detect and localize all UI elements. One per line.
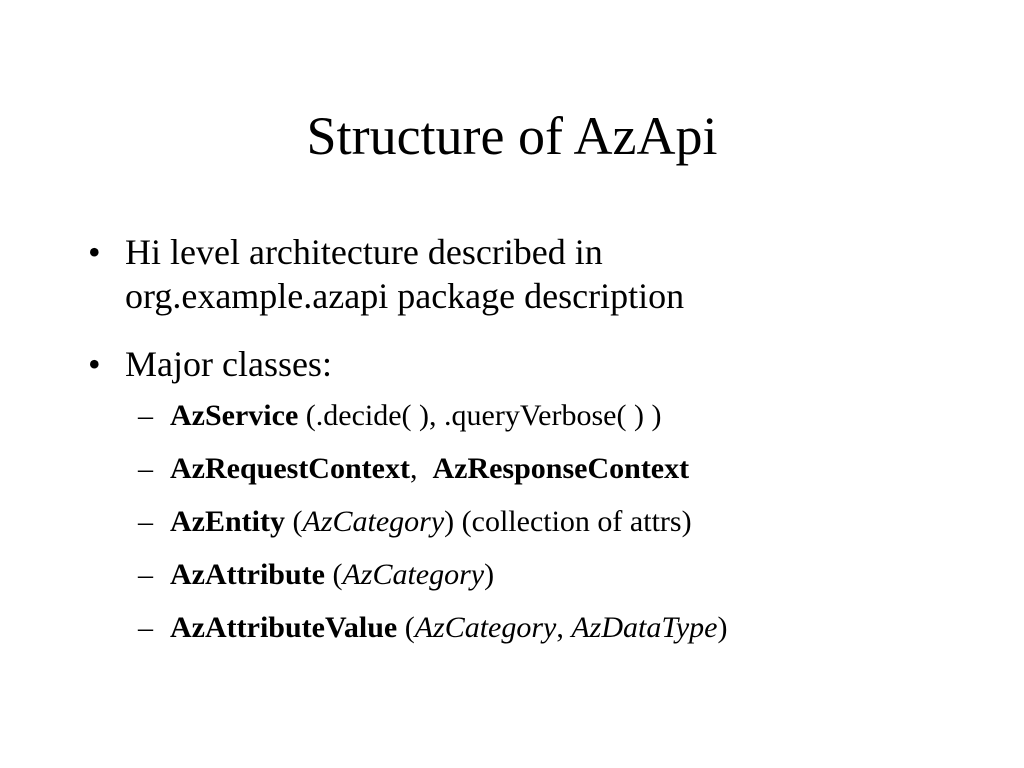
subitem-azattribute: –AzAttribute (AzCategory) — [138, 557, 978, 593]
category-name: AzCategory — [342, 558, 485, 591]
class-name: AzAttributeValue — [170, 611, 398, 644]
paren-close: ) — [717, 611, 728, 644]
separator: , — [409, 452, 433, 485]
subitem-azattributevalue: –AzAttributeValue (AzCategory, AzDataTyp… — [138, 610, 978, 646]
subitem-azservice: –AzService (.decide( ), .queryVerbose( )… — [138, 398, 978, 434]
bullet-item-architecture: • Hi level architecture described in org… — [88, 230, 968, 318]
paren-close: ) — [484, 558, 495, 591]
class-methods: (.decide( ), .queryVerbose( ) ) — [298, 399, 662, 432]
datatype-name: AzDataType — [571, 611, 718, 644]
class-name: AzAttribute — [170, 558, 325, 591]
comma: , — [556, 611, 572, 644]
paren-close: ) (collection of attrs) — [444, 505, 692, 538]
bullet-text-line2: org.example.azapi package description — [125, 276, 685, 316]
bullet-item-major-classes: • Major classes: — [88, 342, 968, 386]
dash-glyph: – — [138, 505, 153, 538]
category-name: AzCategory — [414, 611, 557, 644]
dash-glyph: – — [138, 558, 153, 591]
bullet-glyph: • — [88, 344, 101, 384]
class-name: AzRequestContext — [170, 452, 410, 485]
dash-glyph: – — [138, 452, 153, 485]
slide-title: Structure of AzApi — [306, 106, 718, 166]
subitem-azrequestcontext: –AzRequestContext, AzResponseContext — [138, 451, 978, 487]
class-name: AzService — [170, 399, 299, 432]
category-name: AzCategory — [302, 505, 445, 538]
paren-open: ( — [324, 558, 343, 591]
bullet-text-line1: Hi level architecture described in — [125, 232, 603, 272]
subitem-azentity: –AzEntity (AzCategory) (collection of at… — [138, 504, 978, 540]
paren-open: ( — [397, 611, 415, 644]
dash-glyph: – — [138, 399, 153, 432]
class-name: AzResponseContext — [432, 452, 690, 485]
dash-glyph: – — [138, 611, 153, 644]
bullet-text: Major classes: — [125, 344, 332, 384]
paren-open: ( — [285, 505, 303, 538]
bullet-glyph: • — [88, 232, 101, 272]
class-name: AzEntity — [170, 505, 285, 538]
